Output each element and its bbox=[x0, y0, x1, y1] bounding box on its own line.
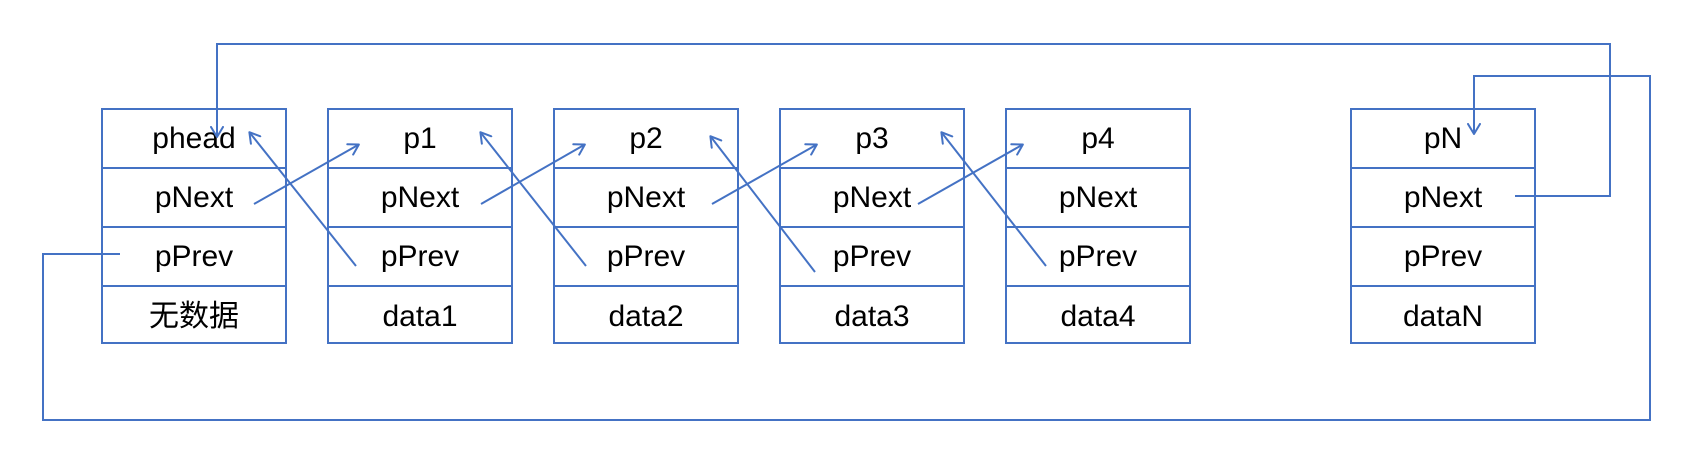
node-p1-data-field: data1 bbox=[382, 299, 458, 333]
node-p4-prev-field: pPrev bbox=[1007, 228, 1189, 287]
node-pN-data-field: dataN bbox=[1402, 299, 1484, 333]
node-phead: phead pNext pPrev 无数据 bbox=[101, 108, 287, 344]
node-p2: p2 pNext pPrev data2 bbox=[553, 108, 739, 344]
node-p2-name: p2 bbox=[555, 110, 737, 169]
node-p4-next-field: pNext bbox=[1007, 169, 1189, 228]
node-p1: p1 pNext pPrev data1 bbox=[327, 108, 513, 344]
node-p4: p4 pNext pPrev data4 bbox=[1005, 108, 1191, 344]
node-p1-next-field: pNext bbox=[329, 169, 511, 228]
node-phead-name: phead bbox=[103, 110, 285, 169]
node-p1-prev-field: pPrev bbox=[329, 228, 511, 287]
node-pN-name: pN bbox=[1352, 110, 1534, 169]
node-phead-next-field: pNext bbox=[103, 169, 285, 228]
node-p3: p3 pNext pPrev data3 bbox=[779, 108, 965, 344]
node-pN: pN pNext pPrev dataN bbox=[1350, 108, 1536, 344]
node-phead-prev-field: pPrev bbox=[103, 228, 285, 287]
node-pN-next-field: pNext bbox=[1352, 169, 1534, 228]
node-p4-data-field: data4 bbox=[1060, 299, 1136, 333]
node-p3-data-field: data3 bbox=[834, 299, 910, 333]
node-p2-next-field: pNext bbox=[555, 169, 737, 228]
node-p3-name: p3 bbox=[781, 110, 963, 169]
node-p2-prev-field: pPrev bbox=[555, 228, 737, 287]
node-p4-name: p4 bbox=[1007, 110, 1189, 169]
node-p3-prev-field: pPrev bbox=[781, 228, 963, 287]
node-phead-data-field: 无数据 bbox=[149, 299, 239, 333]
node-pN-prev-field: pPrev bbox=[1352, 228, 1534, 287]
node-p2-data-field: data2 bbox=[608, 299, 684, 333]
node-p3-next-field: pNext bbox=[781, 169, 963, 228]
node-p1-name: p1 bbox=[329, 110, 511, 169]
